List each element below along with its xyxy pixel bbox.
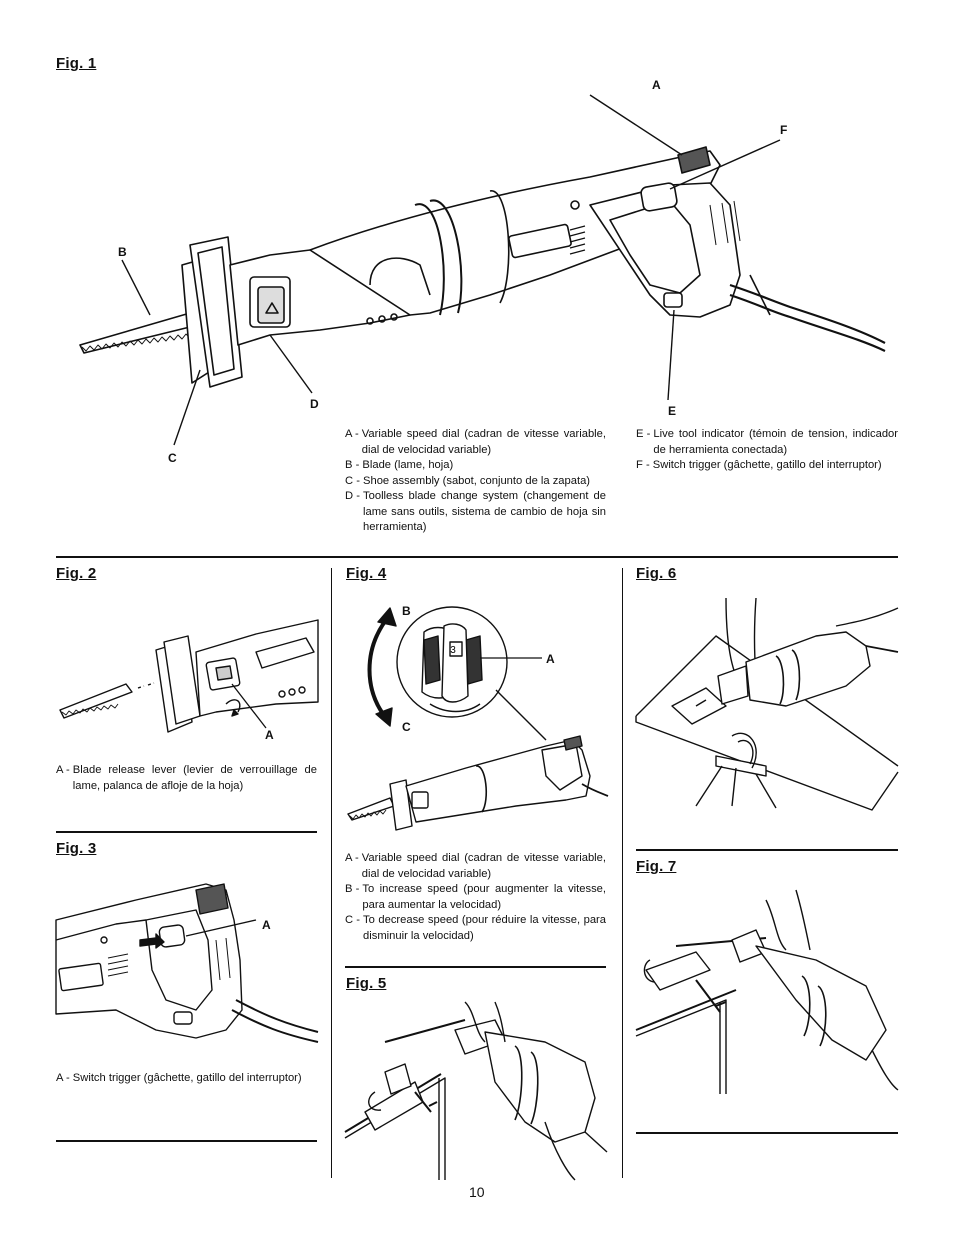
- fig4-callout-c: C: [402, 720, 411, 734]
- fig2-divider: [56, 831, 317, 833]
- fig1-legend-left: A - Variable speed dial (cadran de vites…: [345, 428, 606, 533]
- page-number: 10: [469, 1184, 485, 1200]
- fig1-legend-right: E - Live tool indicator (témoin de tensi…: [636, 428, 898, 471]
- fig3-legend: A - Switch trigger (gâchette, gatillo de…: [56, 1072, 302, 1084]
- fig1-callout-c: C: [168, 451, 177, 465]
- fig1-callout-b: B: [118, 245, 127, 259]
- fig3-trigger-illustration: [55, 883, 319, 1043]
- fig6-title: Fig. 6: [636, 565, 677, 582]
- fig2-callout-a: A: [265, 728, 274, 742]
- fig1-saw-illustration: [79, 94, 886, 446]
- fig4-callout-b: B: [402, 604, 411, 618]
- fig4-legend: A - Variable speed dial (cadran de vites…: [345, 852, 606, 942]
- fig4-callout-a: A: [546, 652, 555, 666]
- fig7-title: Fig. 7: [636, 858, 677, 875]
- fig5-vise-cut-illustration: [344, 1001, 608, 1181]
- fig1-title: Fig. 1: [56, 55, 97, 72]
- fig1-callout-a: A: [652, 78, 661, 92]
- fig3-divider: [56, 1140, 317, 1142]
- column-divider-left: [331, 568, 332, 1178]
- fig4-dial-number: 3: [450, 645, 456, 656]
- column-divider-right: [622, 568, 623, 1178]
- fig7-vise-cut-illustration: [635, 889, 899, 1094]
- fig2-title: Fig. 2: [56, 565, 97, 582]
- fig2-blade-release-illustration: [59, 619, 319, 733]
- fig4-title: Fig. 4: [346, 565, 387, 582]
- fig7-divider: [636, 1132, 898, 1134]
- fig6-sheet-cut-illustration: [635, 597, 899, 811]
- fig5-title: Fig. 5: [346, 975, 387, 992]
- fig6-divider: [636, 849, 898, 851]
- fig1-callout-e: E: [668, 404, 677, 418]
- fig4-speed-dial-illustration: 3: [347, 606, 609, 831]
- fig4-divider: [345, 966, 606, 968]
- fig2-legend: A - Blade release lever (levier de verro…: [56, 764, 317, 792]
- fig1-callout-f: F: [780, 123, 788, 137]
- fig3-title: Fig. 3: [56, 840, 97, 857]
- fig1-callout-d: D: [310, 397, 319, 411]
- fig3-callout-a: A: [262, 918, 271, 932]
- section-divider: [56, 556, 898, 558]
